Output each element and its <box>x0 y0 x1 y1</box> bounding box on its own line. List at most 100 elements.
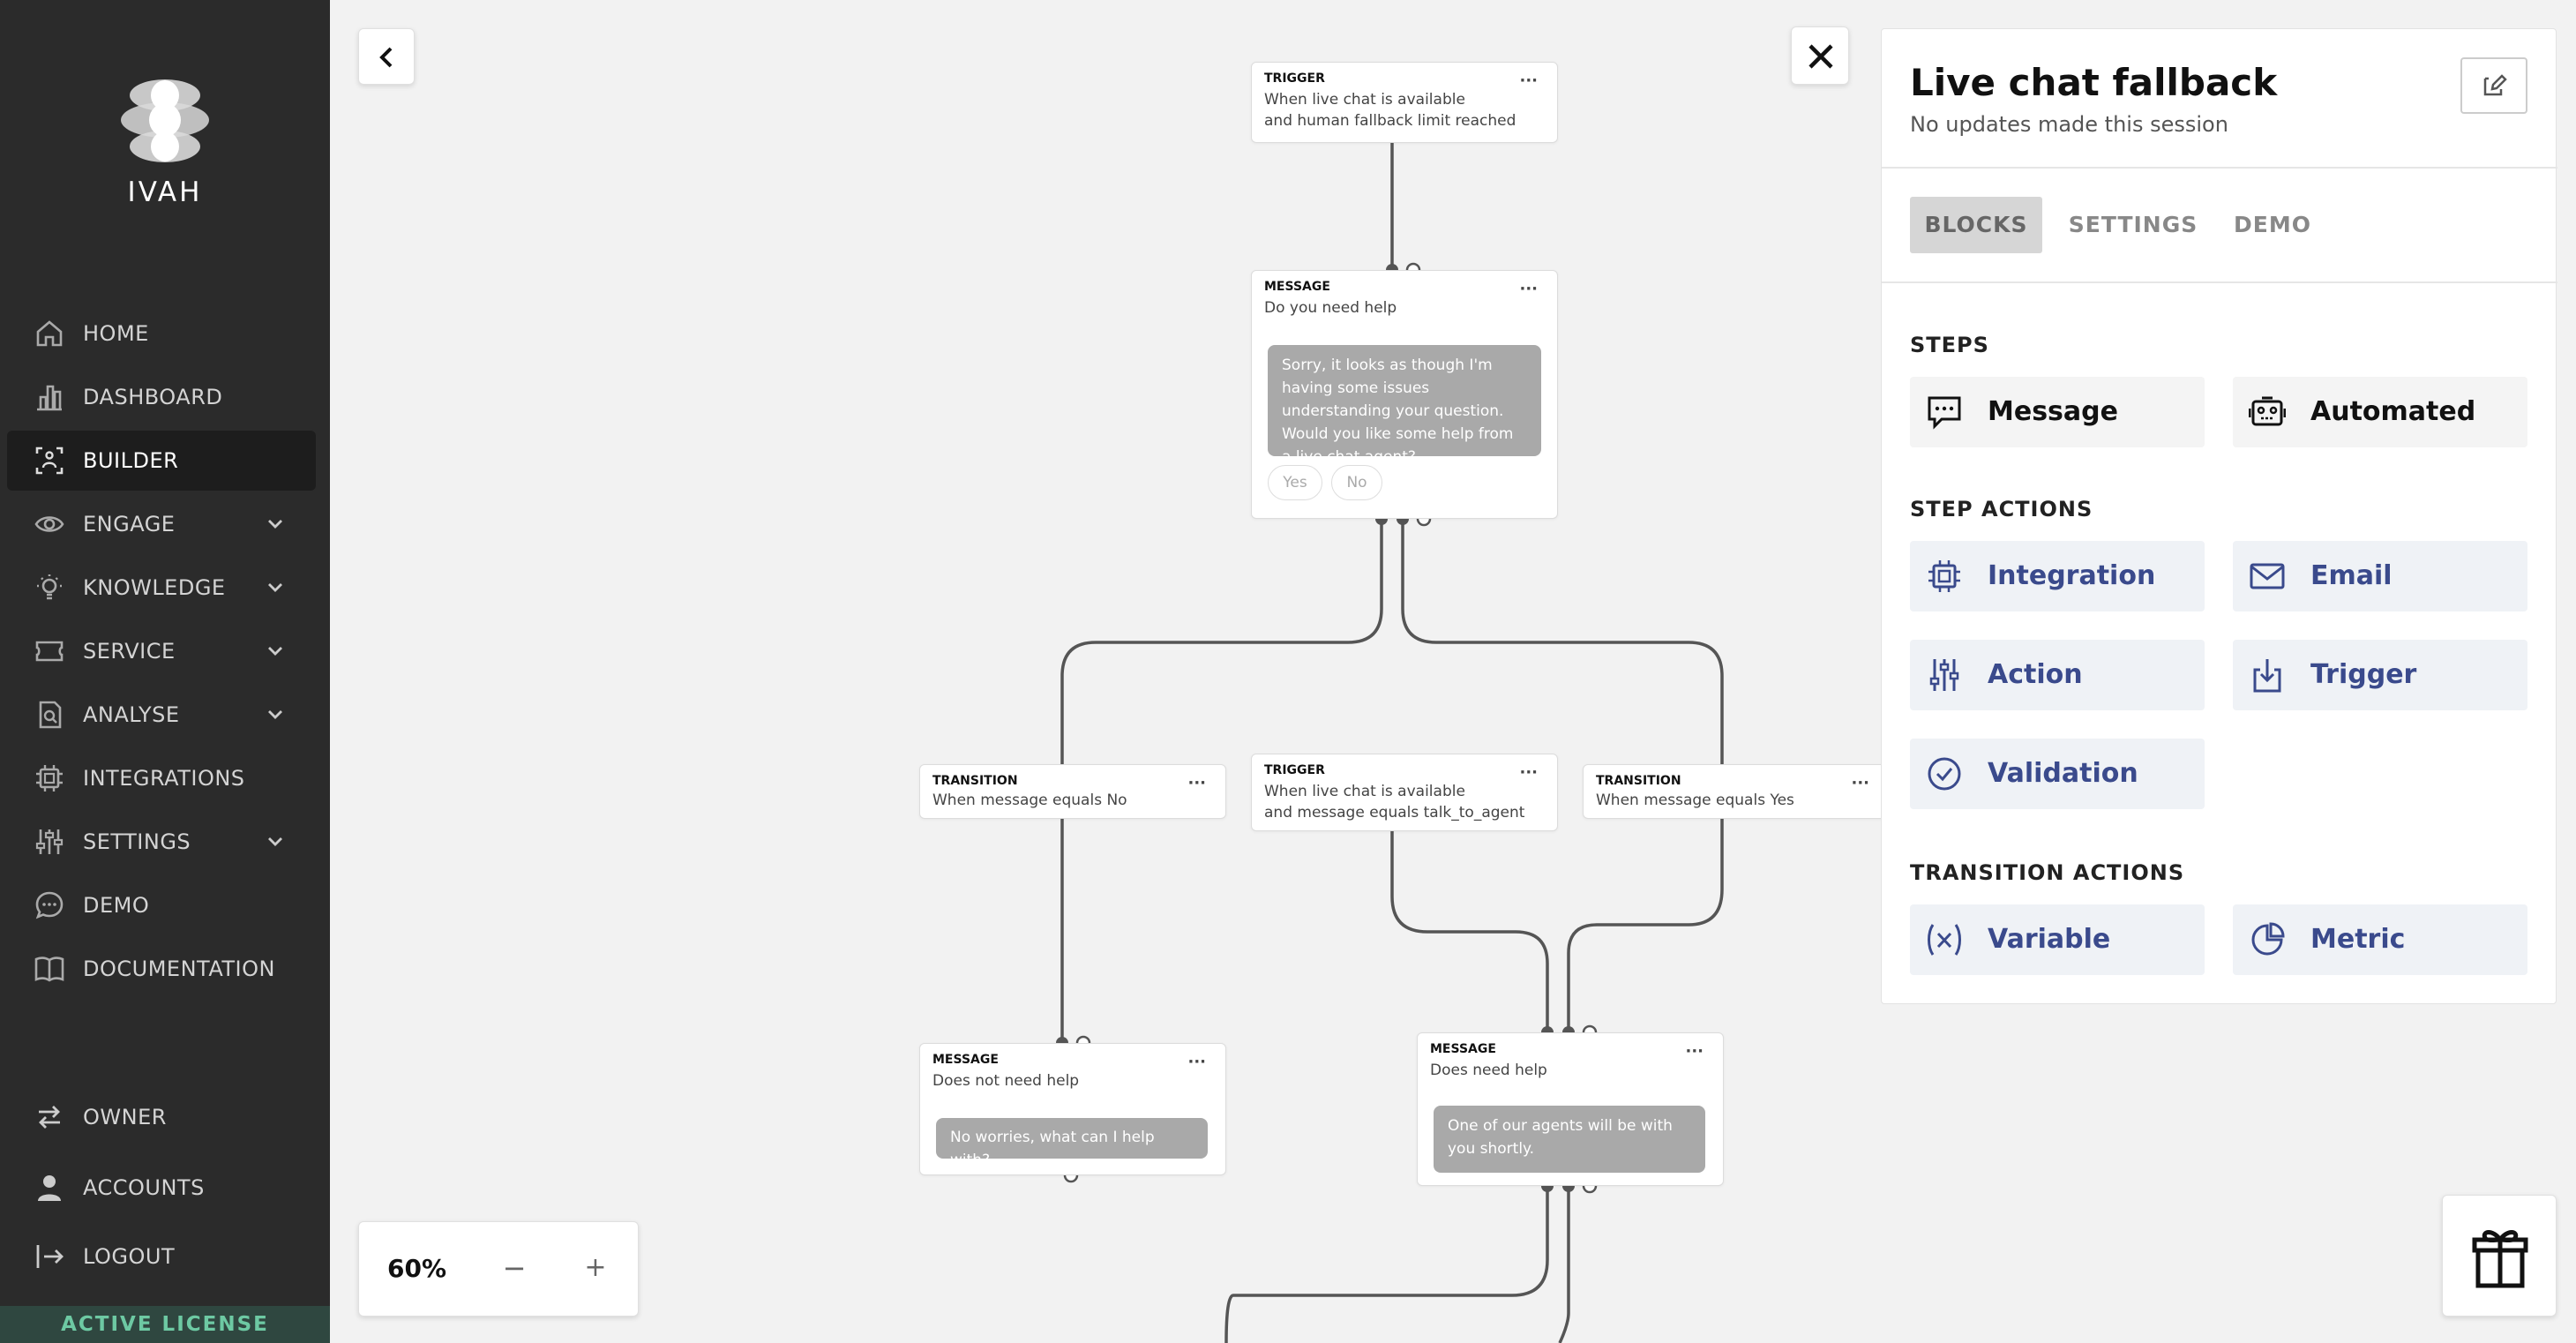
node-menu-button[interactable]: ··· <box>1519 280 1538 298</box>
close-icon <box>1808 44 1833 69</box>
zoom-level: 60% <box>387 1254 447 1283</box>
block-trigger[interactable]: Trigger <box>2233 640 2527 710</box>
node-title: Do you need help <box>1264 299 1397 317</box>
back-button[interactable] <box>358 28 415 85</box>
node-type-label: MESSAGE <box>1430 1042 1496 1056</box>
nav-home[interactable]: HOME <box>7 304 316 364</box>
nav-analyse[interactable]: ANALYSE <box>7 685 316 745</box>
node-menu-button[interactable]: ··· <box>1187 774 1206 792</box>
reply-chip-yes[interactable]: Yes <box>1268 465 1322 500</box>
zoom-out-button[interactable]: − <box>502 1251 527 1285</box>
nav-demo[interactable]: DEMO <box>7 875 316 935</box>
nav-dashboard[interactable]: DASHBOARD <box>7 367 316 427</box>
tab-demo[interactable]: DEMO <box>2234 212 2311 237</box>
pie-chart-icon <box>2251 922 2285 956</box>
panel-divider <box>1882 167 2557 169</box>
message-bubble: One of our agents will be with you short… <box>1434 1106 1705 1173</box>
edit-icon <box>2483 74 2507 96</box>
chip-icon <box>36 765 63 792</box>
reply-chip-no[interactable]: No <box>1331 465 1382 500</box>
block-label: Integration <box>1988 560 2156 591</box>
nav-settings[interactable]: SETTINGS <box>7 812 316 872</box>
block-message[interactable]: Message <box>1910 377 2205 447</box>
flow-node-trigger-top[interactable]: TRIGGER ··· When live chat is available … <box>1251 62 1558 143</box>
node-menu-button[interactable]: ··· <box>1685 1042 1704 1061</box>
block-metric[interactable]: Metric <box>2233 904 2527 975</box>
chevron-down-icon <box>268 837 282 846</box>
nav-builder[interactable]: BUILDER <box>7 431 316 491</box>
nav-owner-label: OWNER <box>83 1105 167 1129</box>
node-description: When message equals Yes <box>1596 792 1794 809</box>
close-panel-button[interactable] <box>1791 26 1849 85</box>
block-integration[interactable]: Integration <box>1910 541 2205 611</box>
node-line-2: and human fallback limit reached <box>1264 112 1516 130</box>
block-label: Trigger <box>2310 659 2417 690</box>
flow-canvas[interactable]: TRIGGER ··· When live chat is available … <box>330 0 2576 1343</box>
node-description: When live chat is available and message … <box>1264 781 1524 823</box>
section-step-actions: STEP ACTIONS <box>1910 497 2093 521</box>
block-label: Metric <box>2310 924 2406 955</box>
nav-documentation-label: DOCUMENTATION <box>83 957 275 981</box>
nav-dashboard-label: DASHBOARD <box>83 385 223 409</box>
nav-owner[interactable]: OWNER <box>7 1087 316 1147</box>
block-label: Message <box>1988 396 2118 427</box>
block-label: Variable <box>1988 924 2111 955</box>
blocks-panel: Live chat fallback No updates made this … <box>1881 28 2557 1004</box>
flow-node-transition-yes[interactable]: TRANSITION ··· When message equals Yes <box>1583 764 1890 819</box>
edit-title-button[interactable] <box>2460 57 2527 114</box>
block-email[interactable]: Email <box>2233 541 2527 611</box>
chevron-down-icon <box>268 520 282 529</box>
block-automated[interactable]: Automated <box>2233 377 2527 447</box>
sliders-icon <box>35 829 64 854</box>
robot-icon <box>2249 396 2286 426</box>
ticket-icon <box>35 641 64 662</box>
block-label: Action <box>1988 659 2083 690</box>
check-circle-icon <box>1928 757 1961 791</box>
panel-divider <box>1882 281 2557 283</box>
tab-settings[interactable]: SETTINGS <box>2068 212 2198 237</box>
nav-engage[interactable]: ENGAGE <box>7 494 316 554</box>
nav-integrations[interactable]: INTEGRATIONS <box>7 748 316 808</box>
flow-node-transition-no[interactable]: TRANSITION ··· When message equals No <box>919 764 1226 819</box>
nav-logout[interactable]: LOGOUT <box>7 1227 316 1287</box>
brand-name: IVAH <box>127 176 203 208</box>
block-action[interactable]: Action <box>1910 640 2205 710</box>
nav-demo-label: DEMO <box>83 893 150 918</box>
nav-knowledge-label: KNOWLEDGE <box>83 575 226 600</box>
flow-node-message-no-help[interactable]: MESSAGE ··· Does not need help No worrie… <box>919 1043 1226 1175</box>
gift-button[interactable] <box>2442 1195 2557 1317</box>
zoom-in-button[interactable]: + <box>584 1252 607 1283</box>
flow-node-message-needs-help[interactable]: MESSAGE ··· Does need help One of our ag… <box>1417 1032 1724 1186</box>
block-variable[interactable]: Variable <box>1910 904 2205 975</box>
node-description: When message equals No <box>932 792 1127 809</box>
node-menu-button[interactable]: ··· <box>1851 774 1869 792</box>
node-type-label: TRANSITION <box>932 774 1018 788</box>
section-transition-actions: TRANSITION ACTIONS <box>1910 860 2185 885</box>
message-bubble: No worries, what can I help with? <box>936 1118 1208 1169</box>
block-validation[interactable]: Validation <box>1910 739 2205 809</box>
node-type-label: MESSAGE <box>1264 280 1330 294</box>
bar-chart-icon <box>37 385 62 411</box>
logo-mark-icon <box>121 79 209 162</box>
flow-node-message-help[interactable]: MESSAGE ··· Do you need help Sorry, it l… <box>1251 270 1558 519</box>
nav-service-label: SERVICE <box>83 639 176 664</box>
message-icon <box>1928 396 1961 430</box>
chevron-down-icon <box>268 710 282 719</box>
node-menu-button[interactable]: ··· <box>1519 71 1538 90</box>
nav-accounts[interactable]: ACCOUNTS <box>7 1158 316 1218</box>
node-line-1: When live chat is available <box>1264 91 1465 109</box>
logout-icon <box>36 1245 64 1268</box>
nav-documentation[interactable]: DOCUMENTATION <box>7 939 316 999</box>
nav-accounts-label: ACCOUNTS <box>83 1175 205 1200</box>
nav-integrations-label: INTEGRATIONS <box>83 766 245 791</box>
nav-service[interactable]: SERVICE <box>7 621 316 681</box>
node-menu-button[interactable]: ··· <box>1187 1053 1206 1071</box>
variable-icon <box>1928 924 1961 956</box>
node-title: Does need help <box>1430 1062 1547 1079</box>
flow-node-trigger-mid[interactable]: TRIGGER ··· When live chat is available … <box>1251 754 1558 831</box>
node-type-label: TRANSITION <box>1596 774 1681 788</box>
tab-blocks[interactable]: BLOCKS <box>1910 197 2042 253</box>
node-menu-button[interactable]: ··· <box>1519 763 1538 782</box>
gift-icon <box>2472 1230 2528 1288</box>
nav-knowledge[interactable]: KNOWLEDGE <box>7 558 316 618</box>
